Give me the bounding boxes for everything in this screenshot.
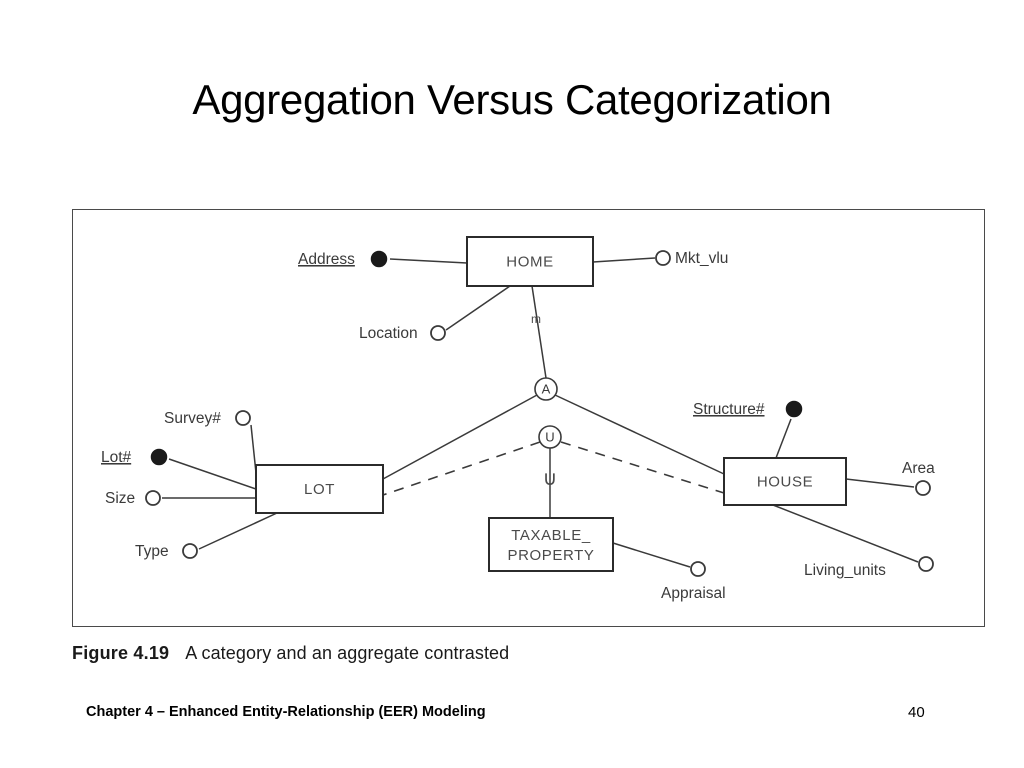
footer-chapter-text: Chapter 4 – Enhanced Entity-Relationship… (86, 704, 486, 720)
slide-footer: Chapter 4 – Enhanced Entity-Relationship… (0, 704, 1024, 728)
node-glyph: A (542, 382, 551, 397)
connection-lot-lotnum (168, 458, 257, 490)
entity-label: TAXABLE_ (511, 527, 591, 544)
annotation-layer: m∪ (531, 312, 557, 490)
node-layer: AU (534, 377, 562, 449)
connection-house-structure (775, 418, 792, 459)
attribute-living_units[interactable]: Living_units (804, 556, 934, 579)
connection-taxable-appraisal (612, 542, 691, 568)
figure-caption: Figure 4.19 A category and an aggregate c… (72, 643, 772, 664)
attribute-size[interactable]: Size (105, 490, 161, 507)
connection-home-location (445, 285, 511, 331)
figure-caption-text: A category and an aggregate contrasted (185, 643, 510, 663)
attribute-address[interactable]: Address (298, 250, 388, 268)
subset-symbol-icon: ∪ (543, 468, 558, 490)
entity-lot[interactable]: LOT (255, 464, 384, 514)
attribute-label: Address (298, 251, 355, 268)
attribute-mkt_vlu[interactable]: Mkt_vlu (655, 250, 728, 267)
entity-label: HOUSE (757, 474, 813, 491)
entity-label: LOT (304, 481, 335, 498)
entity-layer: HOME LOT HOUSE TAXABLE_ PROPERTY (255, 236, 847, 572)
attribute-label: Area (902, 460, 935, 477)
entity-taxable_property[interactable]: TAXABLE_ PROPERTY (488, 517, 614, 572)
connection-home-agg (531, 285, 547, 379)
attribute-lot_num[interactable]: Lot# (101, 448, 168, 466)
attribute-area[interactable]: Area (902, 460, 935, 496)
node-agg-icon[interactable]: A (534, 377, 558, 401)
attribute-label: Location (359, 325, 418, 342)
connection-house-living (772, 504, 919, 563)
attribute-label: Appraisal (661, 585, 726, 602)
page-title: Aggregation Versus Categorization (192, 76, 832, 123)
connection-lot-type (198, 512, 278, 550)
connection-union-house (560, 441, 725, 494)
entity-label: HOME (506, 254, 553, 271)
attribute-survey_num[interactable]: Survey# (164, 410, 251, 427)
connection-address-home (389, 258, 468, 264)
connection-agg-lot (382, 394, 538, 480)
figure-caption-label: Figure 4.19 (72, 643, 170, 663)
attribute-label: Size (105, 490, 135, 507)
attribute-type[interactable]: Type (135, 543, 198, 560)
footer-page-number: 40 (908, 704, 925, 721)
attribute-label: Type (135, 543, 169, 560)
cardinality-label-home-agg-m: m (531, 312, 541, 326)
attribute-label: Lot# (101, 449, 132, 466)
attribute-label: Mkt_vlu (675, 250, 728, 267)
entity-house[interactable]: HOUSE (723, 457, 847, 506)
connection-agg-house (554, 394, 725, 475)
connection-layer (162, 257, 919, 568)
attribute-label: Structure# (693, 401, 765, 418)
attribute-label: Survey# (164, 410, 221, 427)
node-union-icon[interactable]: U (538, 425, 562, 449)
attribute-location[interactable]: Location (359, 325, 446, 342)
connection-home-mkt_vlu (592, 257, 656, 263)
attribute-structure_num[interactable]: Structure# (693, 400, 803, 418)
connection-house-area (845, 478, 915, 488)
entity-home[interactable]: HOME (466, 236, 594, 287)
node-glyph: U (545, 430, 554, 445)
entity-label: PROPERTY (507, 547, 594, 564)
attribute-label: Living_units (804, 562, 886, 579)
connection-union-lot (382, 441, 541, 496)
attribute-appraisal[interactable]: Appraisal (661, 561, 726, 602)
